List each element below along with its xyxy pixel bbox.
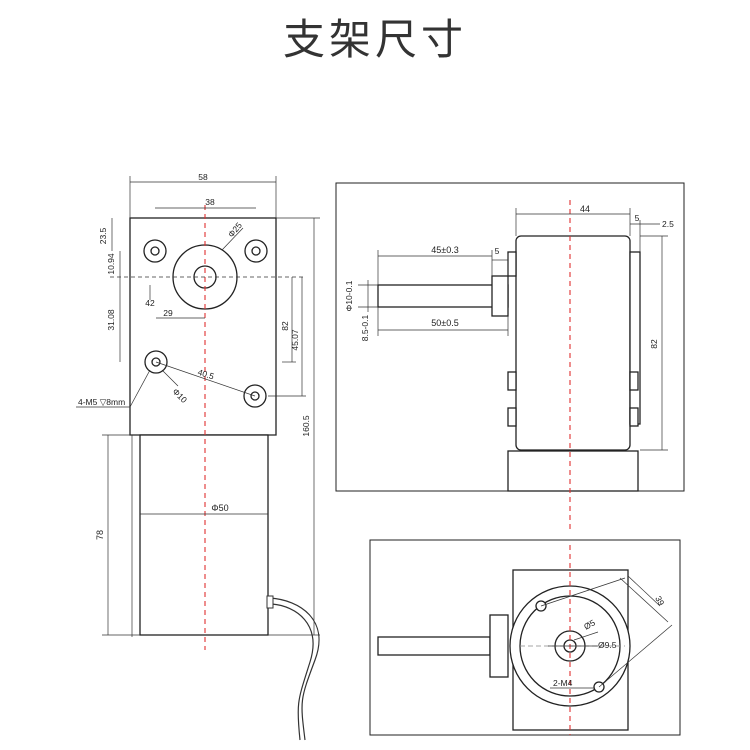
- dim-50: 50±0.5: [431, 318, 458, 328]
- dim-shaft-dia: Φ10-0.1: [344, 280, 354, 311]
- dim-5-shaft: 5: [495, 246, 500, 256]
- dim-38: 38: [205, 197, 215, 207]
- dim-10-94: 10.94: [106, 253, 116, 275]
- thread-callout: 4-M5 ▽8mm: [78, 397, 125, 407]
- bottom-view: 39 Ø5 Ø9.5 2-M4: [369, 539, 681, 736]
- motor-stub: [507, 450, 639, 492]
- dim-160-5: 160.5: [301, 415, 311, 437]
- dim-2-5: 2.5: [662, 219, 674, 229]
- dim-39: 39: [653, 594, 666, 607]
- dim-44: 44: [580, 204, 590, 214]
- bottom-view-frame: [369, 539, 681, 736]
- dim-58: 58: [198, 172, 208, 182]
- dim-2m4: 2-M4: [553, 678, 573, 688]
- dim-dia9-5: Ø9.5: [598, 640, 617, 650]
- dim-78: 78: [95, 530, 105, 540]
- dim-flat: 8.5-0.1: [360, 314, 370, 341]
- dim-45-07: 45.07: [290, 329, 300, 351]
- dim-31-08: 31.08: [106, 309, 116, 331]
- dim-42: 42: [145, 298, 155, 308]
- dim-82-side: 82: [649, 339, 659, 349]
- dim-dia50: Φ50: [211, 503, 228, 513]
- bottom-shaft: [377, 636, 491, 656]
- motor-wire: [269, 597, 320, 741]
- gearbox-body: [515, 235, 631, 451]
- bracket-edge: [629, 251, 641, 425]
- dim-29: 29: [163, 308, 173, 318]
- dim-82: 82: [280, 321, 290, 331]
- front-view: 58 38 Φ25 23.5 10.94 31.08 42 29 82 45.0…: [76, 172, 320, 741]
- dim-23-5: 23.5: [98, 227, 108, 244]
- mount-hole-tl: [143, 239, 167, 263]
- output-shaft: [377, 284, 509, 308]
- dim-40-5: 40.5: [197, 367, 216, 382]
- side-view: 44 5 2.5 45±0.3 5 Φ10-0.1 8.5-0.1 50±0.5…: [335, 182, 685, 530]
- dim-45: 45±0.3: [431, 245, 458, 255]
- dim-5-top: 5: [635, 213, 640, 223]
- motor-body: [139, 434, 269, 636]
- page-title: 支架尺寸: [282, 15, 467, 64]
- mount-hole-tr: [244, 239, 268, 263]
